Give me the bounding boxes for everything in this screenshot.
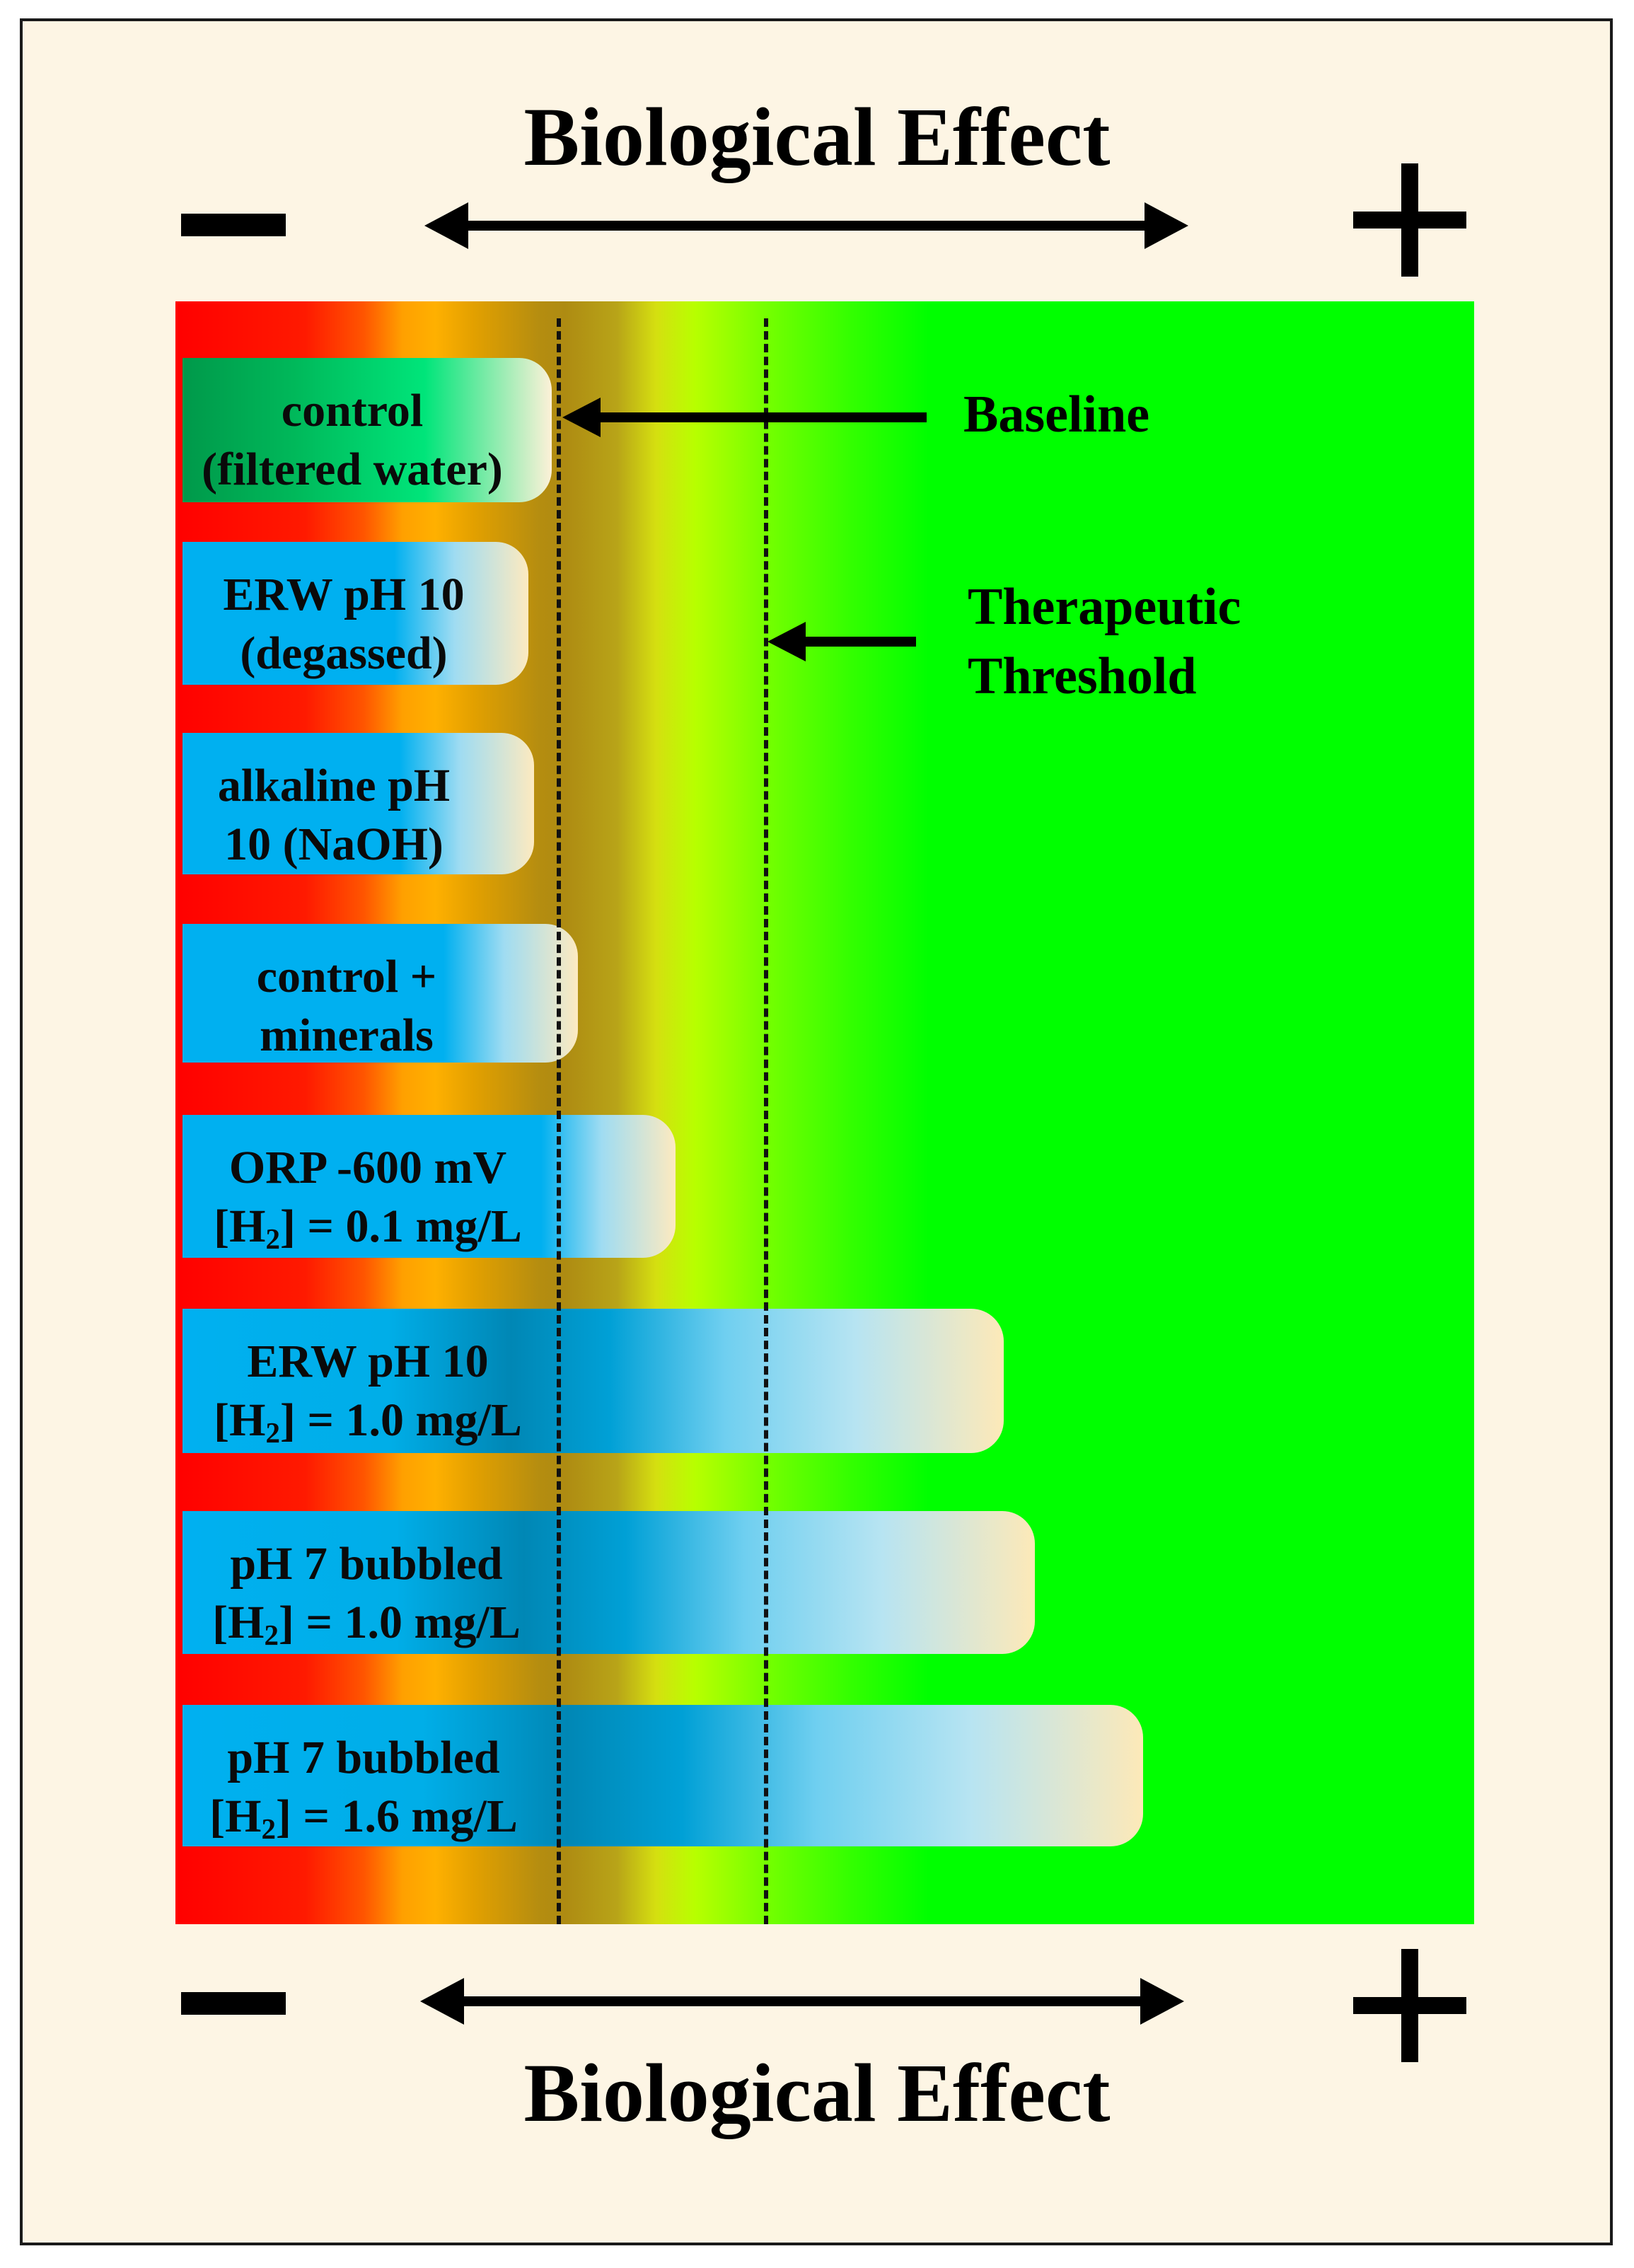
threshold-dashed-line xyxy=(764,318,769,1924)
threshold-label-line1: Therapeutic xyxy=(968,578,1241,636)
treatment-bar: ERW pH 10[H2] = 1.0 mg/L xyxy=(182,1309,1004,1453)
treatment-label-line2: minerals xyxy=(260,1009,434,1061)
treatment-bar: pH 7 bubbled[H2] = 1.6 mg/L xyxy=(182,1705,1143,1846)
concentration-suffix: ] = 0.1 mg/L xyxy=(279,1200,522,1252)
concentration-prefix: [H xyxy=(209,1790,262,1842)
baseline-label: Baseline xyxy=(963,386,1150,444)
concentration-subscript: 2 xyxy=(261,1812,276,1845)
bottom-plus-sign-vertical xyxy=(1401,1949,1418,2062)
treatment-label-line1: control + xyxy=(256,951,437,1002)
treatment-bar: control (filtered water) xyxy=(182,358,552,502)
treatment-label-line1: ERW pH 10 xyxy=(223,569,465,620)
baseline-arrow xyxy=(562,398,927,437)
treatment-label-line1: control xyxy=(281,385,424,436)
treatment-label-line1: pH 7 bubbled xyxy=(227,1732,500,1783)
treatment-label: control + minerals xyxy=(191,948,502,1065)
threshold-label: Therapeutic Threshold xyxy=(968,573,1241,711)
treatment-bar: alkaline pH 10 (NaOH) xyxy=(182,733,534,874)
treatment-label-line2: 10 (NaOH) xyxy=(224,818,444,870)
bottom-minus-sign xyxy=(181,1992,286,2015)
top-minus-sign xyxy=(181,214,286,236)
concentration-prefix: [H xyxy=(214,1394,266,1446)
treatment-bar: ORP -600 mV[H2] = 0.1 mg/L xyxy=(182,1115,676,1258)
treatment-bar: pH 7 bubbled[H2] = 1.0 mg/L xyxy=(182,1511,1036,1654)
treatment-label-line2: [H2] = 1.6 mg/L xyxy=(208,1788,519,1846)
top-plus-sign-vertical xyxy=(1401,163,1418,277)
treatment-label: ERW pH 10[H2] = 1.0 mg/L xyxy=(212,1333,523,1450)
concentration-suffix: ] = 1.6 mg/L xyxy=(275,1790,518,1842)
treatment-label: ERW pH 10 (degassed) xyxy=(188,566,499,683)
concentration-suffix: ] = 1.0 mg/L xyxy=(278,1596,521,1648)
concentration-subscript: 2 xyxy=(264,1619,279,1651)
concentration-suffix: ] = 1.0 mg/L xyxy=(279,1394,522,1446)
concentration-subscript: 2 xyxy=(265,1222,280,1255)
top-axis-title: Biological Effect xyxy=(523,91,1111,183)
treatment-label-line2: (degassed) xyxy=(240,627,448,679)
treatment-label: alkaline pH 10 (NaOH) xyxy=(178,757,489,874)
treatment-label-line2: [H2] = 1.0 mg/L xyxy=(212,1392,523,1450)
treatment-label-line1: alkaline pH xyxy=(217,760,451,811)
concentration-prefix: [H xyxy=(212,1596,265,1648)
treatment-bar: control + minerals xyxy=(182,924,579,1065)
treatment-label-line2: (filtered water) xyxy=(202,443,503,495)
treatment-label: ORP -600 mV[H2] = 0.1 mg/L xyxy=(212,1139,523,1256)
bottom-double-arrow xyxy=(420,1978,1184,2025)
treatment-label: pH 7 bubbled[H2] = 1.0 mg/L xyxy=(211,1535,522,1652)
treatment-label-line1: ERW pH 10 xyxy=(247,1336,489,1387)
top-double-arrow xyxy=(424,202,1188,249)
baseline-dashed-line xyxy=(556,318,561,1924)
treatment-label-line2: [H2] = 0.1 mg/L xyxy=(212,1198,523,1256)
treatment-label-line1: ORP -600 mV xyxy=(228,1142,507,1193)
treatment-label: control (filtered water) xyxy=(197,382,508,499)
threshold-label-line2: Threshold xyxy=(968,647,1197,705)
treatment-label-line1: pH 7 bubbled xyxy=(230,1538,503,1590)
treatment-bar: ERW pH 10 (degassed) xyxy=(182,542,529,685)
threshold-arrow xyxy=(767,622,916,661)
treatment-label-line2: [H2] = 1.0 mg/L xyxy=(211,1594,522,1653)
concentration-prefix: [H xyxy=(214,1200,266,1252)
bottom-axis-title: Biological Effect xyxy=(523,2047,1111,2139)
concentration-subscript: 2 xyxy=(265,1416,280,1449)
treatment-label: pH 7 bubbled[H2] = 1.6 mg/L xyxy=(208,1729,519,1846)
